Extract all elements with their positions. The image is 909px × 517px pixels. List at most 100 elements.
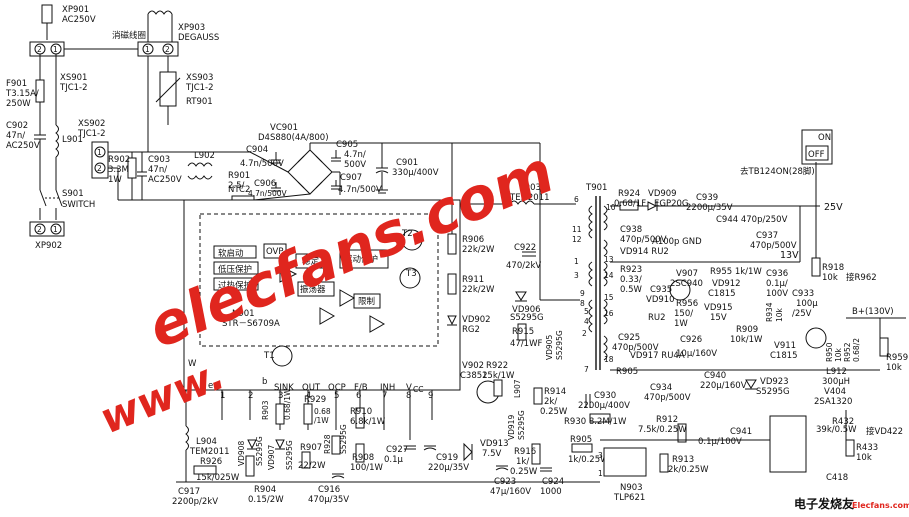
svg-text:10k: 10k xyxy=(834,347,843,362)
svg-text:R905: R905 xyxy=(570,435,592,445)
svg-text:470/2kV: 470/2kV xyxy=(506,261,541,271)
svg-text:10k: 10k xyxy=(886,363,902,373)
svg-text:C902: C902 xyxy=(6,121,28,131)
svg-text:R912: R912 xyxy=(656,415,678,425)
transistor-v907: V907 2SC940 xyxy=(669,269,703,301)
svg-text:2: 2 xyxy=(37,45,42,54)
svg-text:7.5V: 7.5V xyxy=(482,449,502,459)
svg-text:XS903: XS903 xyxy=(186,73,213,83)
svg-text:低压保护: 低压保护 xyxy=(218,264,252,275)
svg-text:C930: C930 xyxy=(594,391,616,401)
svg-text:过热保护: 过热保护 xyxy=(218,280,252,291)
svg-text:R906: R906 xyxy=(462,235,484,245)
svg-text:2: 2 xyxy=(582,329,587,338)
transistor-v404: V404 2SA1320 xyxy=(814,387,852,407)
mains-plug-xp901: XP901 AC250V xyxy=(41,4,96,40)
svg-text:14: 14 xyxy=(604,271,614,280)
svg-text:VD910: VD910 xyxy=(646,295,675,305)
svg-text:EGP20G: EGP20G xyxy=(654,199,689,209)
svg-text:22/2W: 22/2W xyxy=(298,461,326,471)
svg-text:C937: C937 xyxy=(756,231,778,241)
capacitor-c916: C916 470μ/35V xyxy=(308,473,349,505)
svg-text:C936: C936 xyxy=(766,269,788,279)
resistor-r903: R903 0.68/1W xyxy=(261,388,292,425)
svg-text:V: V xyxy=(406,383,412,393)
svg-text:1: 1 xyxy=(53,45,58,54)
svg-text:13: 13 xyxy=(604,255,614,264)
svg-text:XS902: XS902 xyxy=(78,119,105,129)
diode-vd905: VD905 S5295G xyxy=(545,330,564,360)
capacitor-c923: C923 47μ/160V xyxy=(490,465,531,497)
label-vd914: VD914 RU2 xyxy=(620,247,669,257)
block-oscillator xyxy=(297,281,335,297)
capacitor-c938: C938 470p/500V xyxy=(620,225,667,245)
resistor-r914: R914 2k/ 0.25W xyxy=(533,387,568,417)
resistor-r959: R959 10k xyxy=(879,337,908,373)
capacitor-c924: C924 1000 xyxy=(540,467,564,497)
svg-text:470p/500V: 470p/500V xyxy=(644,393,691,403)
svg-text:R432: R432 xyxy=(832,417,854,427)
inductor-l912: L912 300μH xyxy=(822,367,850,387)
resistor-r916: R916 1k/ 0.25W xyxy=(510,443,541,477)
resistor-r934: R934 10k xyxy=(765,302,784,322)
svg-text:R956: R956 xyxy=(676,299,698,309)
label-vd912: VD912 xyxy=(712,279,741,289)
label-13v: 13V xyxy=(780,250,799,261)
svg-text:7: 7 xyxy=(584,365,589,374)
label-a100p-gnd: A100p GND xyxy=(652,237,702,247)
svg-text:TLP621: TLP621 xyxy=(613,493,645,503)
svg-text:2k/: 2k/ xyxy=(544,397,557,407)
svg-text:2: 2 xyxy=(248,391,253,401)
svg-text:6: 6 xyxy=(356,391,361,401)
svg-text:R910: R910 xyxy=(350,407,372,417)
resistor-r913: R913 2k/0.25W xyxy=(659,453,709,475)
capacitor-c902: C902 47n/ AC250V xyxy=(6,121,46,175)
svg-text:220μ/160V: 220μ/160V xyxy=(700,381,747,391)
svg-text:VD923: VD923 xyxy=(760,377,789,387)
label-degauss-coil: 消磁线圈 xyxy=(112,30,146,41)
svg-text:0.1μ: 0.1μ xyxy=(384,455,404,465)
svg-text:2200μ/400V: 2200μ/400V xyxy=(578,401,630,411)
block-limiter xyxy=(353,293,381,309)
svg-text:1000: 1000 xyxy=(540,487,562,497)
svg-text:4: 4 xyxy=(306,391,311,401)
svg-text:L903: L903 xyxy=(520,183,541,193)
svg-text:R922: R922 xyxy=(486,361,508,371)
label-vd917: VD917 RU4A xyxy=(630,351,685,361)
svg-text:0.1μ/: 0.1μ/ xyxy=(766,279,788,289)
svg-text:2k/0.25W: 2k/0.25W xyxy=(668,465,709,475)
svg-text:稳定: 稳定 xyxy=(302,256,320,267)
svg-text:S5295G: S5295G xyxy=(339,424,348,454)
svg-text:L901: L901 xyxy=(62,135,83,145)
svg-text:100μ: 100μ xyxy=(796,299,818,309)
svg-text:C934: C934 xyxy=(650,383,672,393)
svg-text:47n/: 47n/ xyxy=(6,131,25,141)
svg-text:L902: L902 xyxy=(194,151,215,161)
svg-text:10k/1W: 10k/1W xyxy=(730,335,763,345)
resistor-r433: R433 10k xyxy=(845,439,878,463)
svg-text:C922: C922 xyxy=(514,243,536,253)
svg-text:VD902: VD902 xyxy=(462,315,491,325)
svg-text:ON: ON xyxy=(818,133,831,143)
svg-text:1: 1 xyxy=(97,148,102,157)
thermistor-rt901: XS903 TJC1-2 RT901 xyxy=(147,56,214,125)
label-c418: C418 xyxy=(826,473,848,483)
svg-text:10k: 10k xyxy=(822,273,838,283)
svg-text:VD905: VD905 xyxy=(545,335,554,360)
svg-text:V902: V902 xyxy=(462,361,484,371)
svg-text:15k/025W: 15k/025W xyxy=(196,473,240,483)
svg-text:SINK: SINK xyxy=(274,383,294,393)
svg-text:R952: R952 xyxy=(843,342,852,362)
label-25v: 25V xyxy=(824,202,843,213)
label-tb-note: 去TB124ON(28脚) xyxy=(740,166,815,177)
svg-text:15V: 15V xyxy=(710,313,727,323)
capacitor-c904: C904 4.7n/500V xyxy=(240,145,284,169)
bridge-rectifier-vc901: VC901 D4S880(4A/800) xyxy=(249,123,540,201)
svg-text:/1W: /1W xyxy=(314,416,329,425)
svg-text:C923: C923 xyxy=(494,477,516,487)
capacitor-c926: C926 10μ/160V xyxy=(676,335,717,359)
svg-text:VD919: VD919 xyxy=(507,415,516,440)
svg-text:0.68/1W: 0.68/1W xyxy=(283,388,292,420)
